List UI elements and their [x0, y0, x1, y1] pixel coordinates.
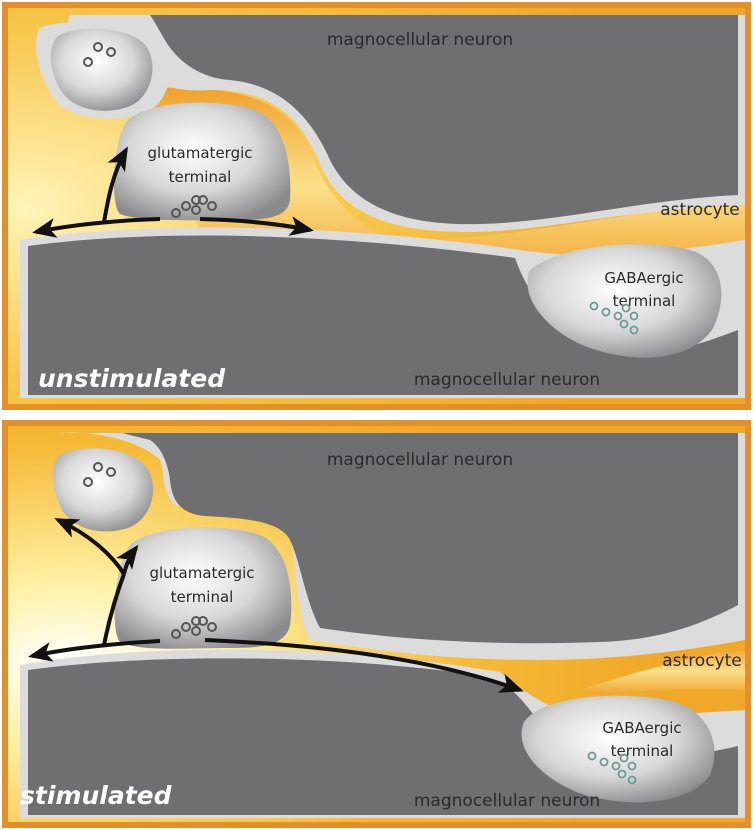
- bottom-neuron-label: magnocellular neuron: [414, 791, 600, 811]
- state-label: stimulated: [20, 781, 173, 810]
- glutamatergic-label: glutamatergic: [149, 564, 254, 582]
- top-neuron-label: magnocellular neuron: [327, 30, 513, 50]
- astrocyte-label: astrocyte: [660, 200, 740, 220]
- panel-unstimulated: glutamatergic terminal GABAergic termina…: [2, 2, 751, 410]
- state-label: unstimulated: [38, 364, 226, 393]
- gabaergic-label: GABAergic: [602, 719, 681, 737]
- top-neuron-label: magnocellular neuron: [327, 450, 513, 470]
- bottom-neuron-label: magnocellular neuron: [414, 370, 600, 390]
- gabaergic-label: GABAergic: [604, 269, 683, 287]
- glutamatergic-label: glutamatergic: [147, 144, 252, 162]
- panel-stimulated: glutamatergic terminal GABAergic termina…: [2, 420, 751, 828]
- astrocyte-label: astrocyte: [662, 651, 742, 671]
- terminal-label: terminal: [169, 168, 232, 186]
- terminal-label: terminal: [171, 588, 234, 606]
